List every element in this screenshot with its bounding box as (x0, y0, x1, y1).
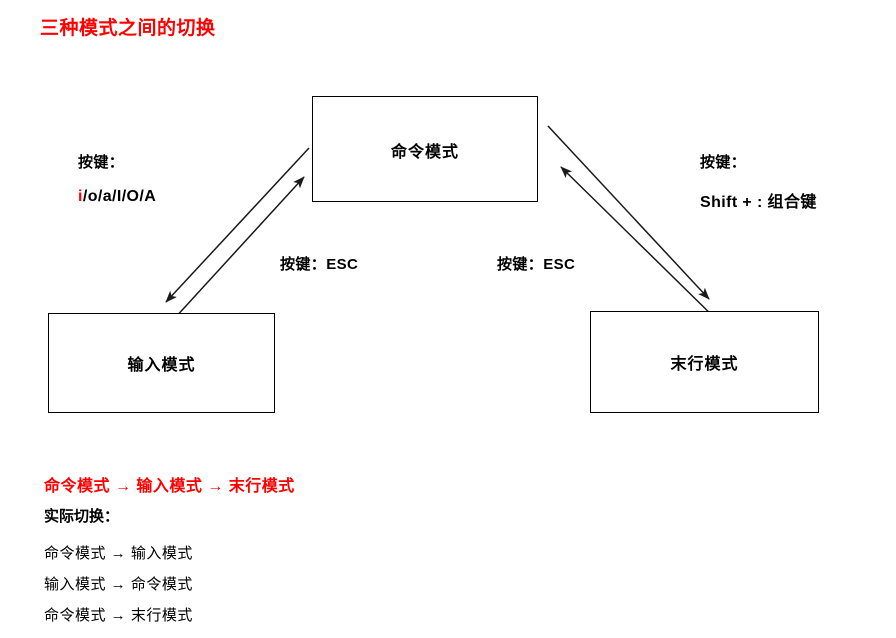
node-lastline-mode[interactable]: 末行模式 (590, 311, 819, 413)
list-item: 命令模式 → 输入模式 (44, 545, 193, 562)
node-command-mode-label: 命令模式 (390, 144, 459, 161)
edge-label-left-key-title: 按键： (78, 154, 125, 171)
edge-label-right-key-title: 按键： (700, 154, 747, 171)
node-lastline-mode-label: 末行模式 (670, 356, 739, 373)
switch-list: 命令模式 → 输入模式 输入模式 → 命令模式 命令模式 → 末行模式 (44, 538, 444, 631)
edge-label-left-keys: i/o/a/I/O/A (78, 188, 156, 206)
node-insert-mode-label: 输入模式 (127, 357, 196, 374)
edge-label-esc-left: 按键：ESC (280, 256, 359, 273)
edge-label-left-keys-rest: /o/a/I/O/A (82, 188, 157, 205)
node-command-mode[interactable]: 命令模式 (312, 96, 538, 202)
page-title: 三种模式之间的切换 (40, 18, 216, 39)
actual-switch-title: 实际切换： (44, 508, 120, 525)
flow-summary: 命令模式 → 输入模式 → 末行模式 (44, 478, 295, 495)
node-insert-mode[interactable]: 输入模式 (48, 313, 275, 413)
edge-label-right-combo: Shift + : 组合键 (700, 194, 817, 211)
list-item: 输入模式 → 命令模式 (44, 576, 193, 593)
list-item: 命令模式 → 末行模式 (44, 607, 193, 624)
edge-label-left-keys-accent: i (78, 188, 83, 205)
edge-label-esc-right: 按键：ESC (497, 256, 576, 273)
arrow-command-to-insert (165, 147, 310, 303)
